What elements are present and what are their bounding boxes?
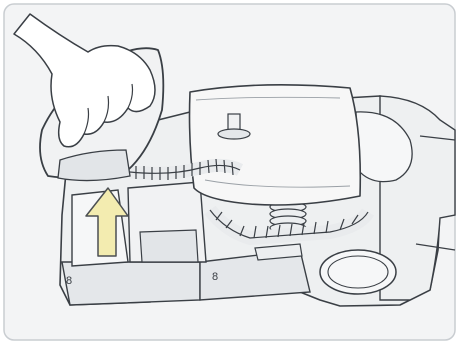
front-face-left xyxy=(62,262,200,305)
left-number-label: 8 xyxy=(66,275,72,287)
right-number-label: 8 xyxy=(212,271,218,283)
compartment-slot xyxy=(140,230,198,262)
circular-port xyxy=(320,250,396,294)
